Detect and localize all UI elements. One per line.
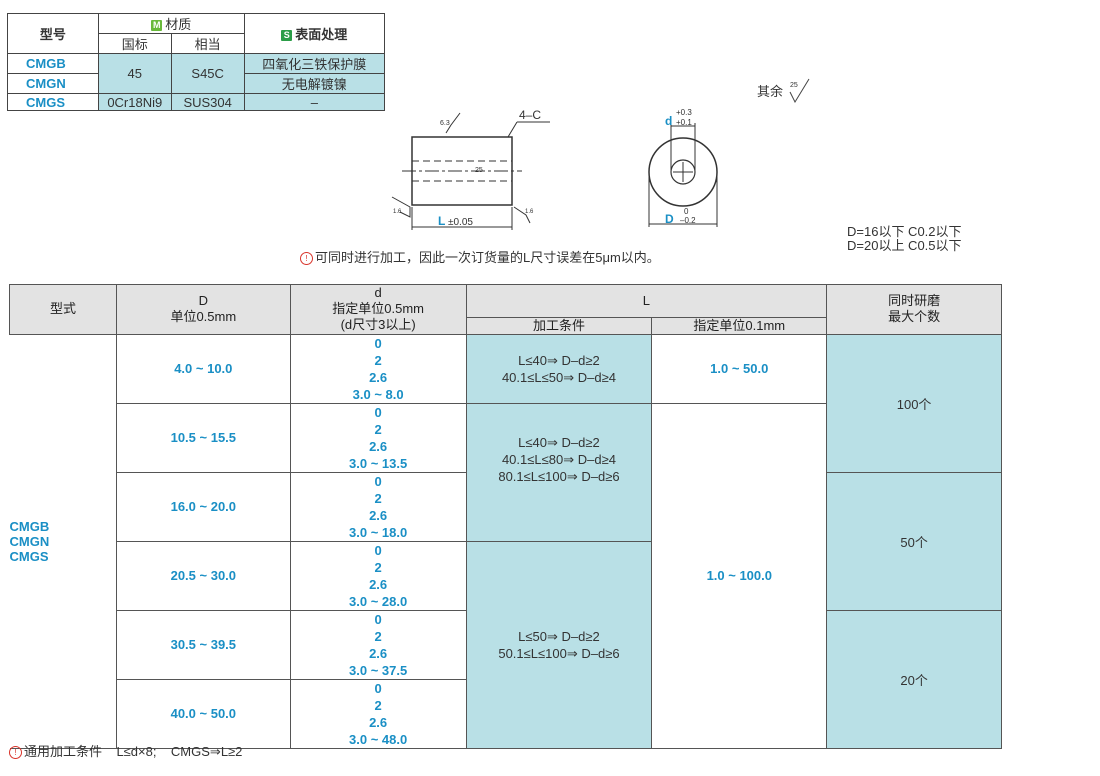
- surface-cmgs: –: [243, 93, 386, 111]
- surface-tag-icon: S: [281, 30, 293, 42]
- top-roughness-label: 6.3: [440, 120, 450, 127]
- max-count-2: 50个: [826, 471, 1002, 611]
- material-tag-icon: M: [151, 20, 163, 32]
- D-dimension-label: D: [665, 212, 674, 226]
- max-count-1: 100个: [826, 333, 1002, 473]
- model-cmgb: CMGB: [7, 53, 99, 74]
- d-tolerance-upper: +0.3: [676, 108, 692, 117]
- D-range: 4.0 ~ 10.0: [115, 333, 291, 404]
- svg-text:25: 25: [790, 82, 798, 89]
- header-model: 型号: [7, 13, 99, 54]
- roughness-25-icon: 25: [789, 78, 810, 104]
- model-cmgs: CMGS: [7, 93, 99, 111]
- national-cmgs: 0Cr18Ni9: [97, 93, 172, 111]
- cylinder-side-view: 25 6.3 4–C 1.6 1.6 L ±0.05: [391, 108, 550, 230]
- equiv-s45c: S45C: [170, 53, 245, 94]
- max-count-3: 20个: [826, 609, 1002, 749]
- national-45: 45: [97, 53, 172, 94]
- chamfer-label: 4–C: [519, 108, 541, 122]
- header-condition: 加工条件: [465, 316, 653, 335]
- footer-note: !通用加工条件 L≤d×8; CMGS⇒L≥2: [9, 741, 242, 760]
- header-d-note: (d尺寸3以上): [289, 317, 467, 335]
- L-range-2: 1.0 ~ 100.0: [651, 402, 828, 749]
- inner-roughness-label: 25: [475, 167, 483, 174]
- cylinder-end-view: d +0.3 +0.1 D 0 –0.2: [648, 108, 718, 227]
- other-roughness-label: 其余: [757, 84, 783, 99]
- header-L-unit: 指定单位0.1mm: [651, 316, 828, 335]
- type-group: CMGB CMGN CMGS: [9, 333, 117, 749]
- d-dimension-label: d: [665, 114, 672, 128]
- left-roughness-label: 1.6: [393, 209, 402, 215]
- surface-cmgb: 四氧化三铁保护膜: [243, 53, 386, 74]
- precision-note: !可同时进行加工，因此一次订货量的L尺寸误差在5μm以内。: [300, 247, 660, 266]
- note-icon: !: [300, 252, 313, 266]
- d-tolerance-lower: +0.1: [676, 118, 692, 127]
- technical-drawing: 其余 25 25 6.3 4–C 1.6 1.6 L ±0.05: [391, 78, 810, 230]
- footer-note-icon: !: [9, 746, 22, 760]
- D-tolerance-lower: –0.2: [680, 216, 696, 225]
- right-roughness-label: 1.6: [525, 209, 534, 215]
- L-tolerance-label: ±0.05: [448, 217, 473, 228]
- surface-cmgn: 无电解镀镍: [243, 73, 386, 94]
- model-cmgn: CMGN: [7, 73, 99, 94]
- equiv-cmgs: SUS304: [170, 93, 245, 111]
- header-equivalent: 相当: [170, 33, 245, 54]
- D-range: 16.0 ~ 20.0: [115, 471, 291, 542]
- D-range: 10.5 ~ 15.5: [115, 402, 291, 473]
- header-L: L: [465, 284, 828, 318]
- header-type: 型式: [9, 284, 117, 335]
- header-national: 国标: [97, 33, 172, 54]
- L-dimension-label: L: [438, 214, 445, 228]
- D-range: 40.0 ~ 50.0: [115, 678, 291, 749]
- chamfer-notes: D=16以下 C0.2以下 D=20以上 C0.5以下: [847, 224, 962, 253]
- D-range: 20.5 ~ 30.0: [115, 540, 291, 611]
- L-range-1: 1.0 ~ 50.0: [651, 333, 828, 404]
- header-max-count: 同时研磨最大个数: [826, 284, 1002, 335]
- D-tolerance-upper: 0: [684, 207, 689, 216]
- D-range: 30.5 ~ 39.5: [115, 609, 291, 680]
